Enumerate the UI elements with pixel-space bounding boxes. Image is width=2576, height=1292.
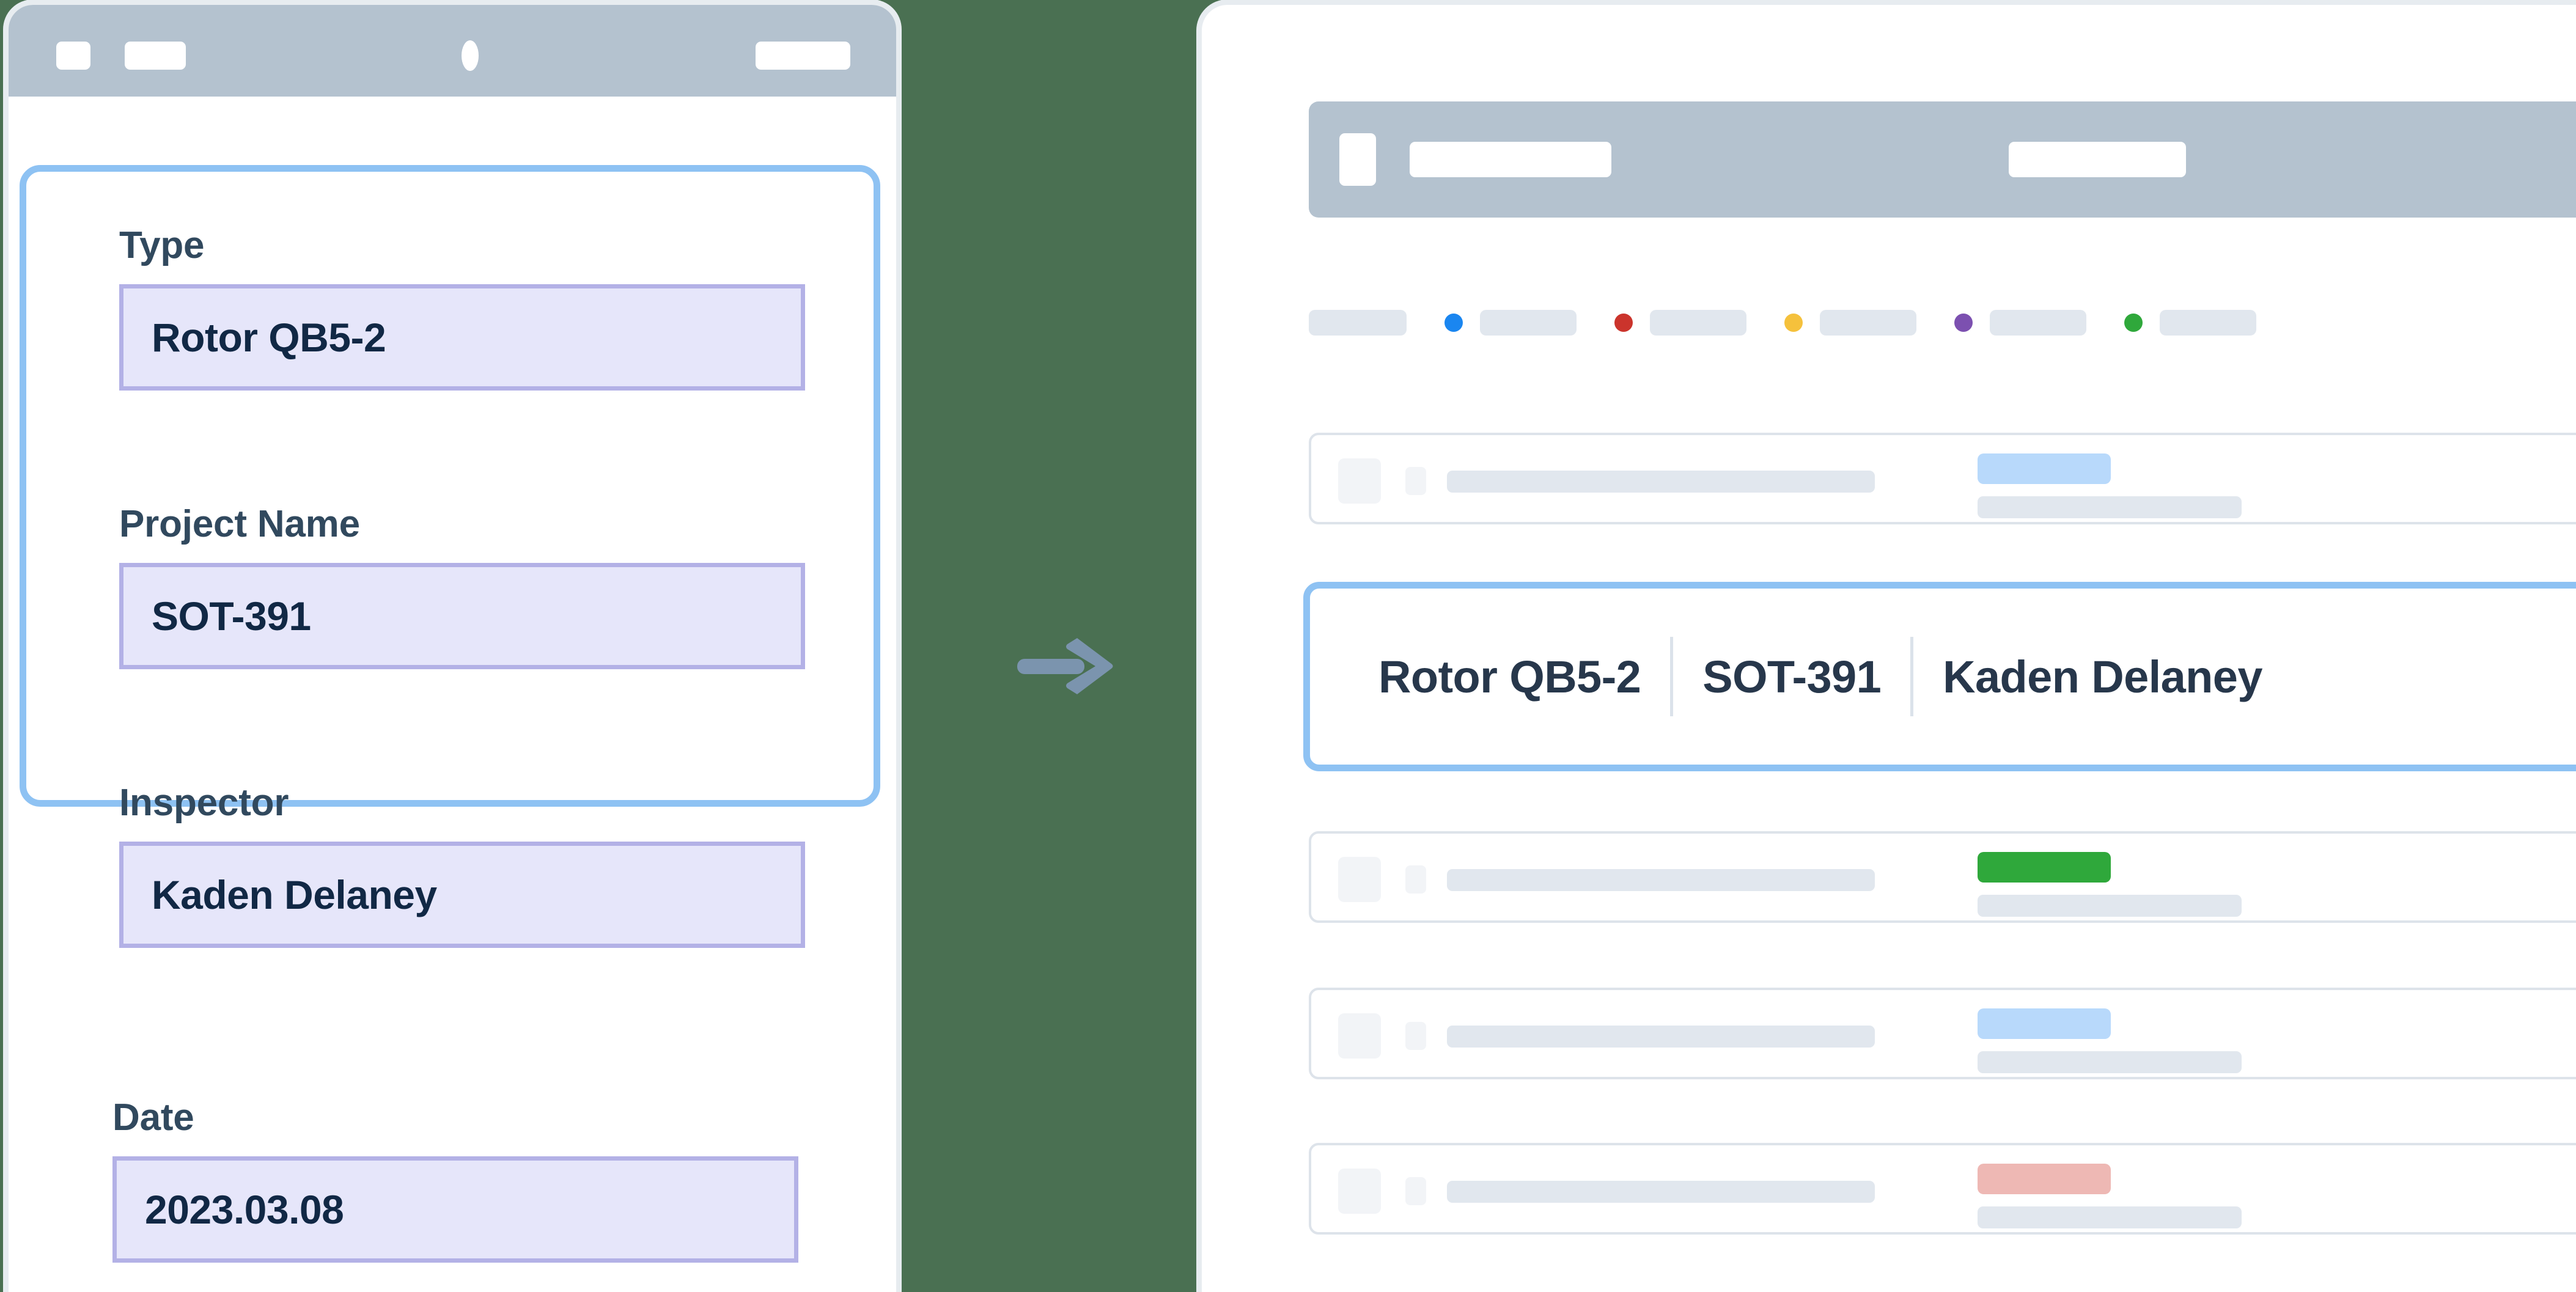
status-bar-pink	[1978, 1164, 2111, 1194]
row-badge	[1405, 1022, 1426, 1050]
date-input[interactable]: 2023.03.08	[112, 1156, 798, 1263]
legend-dot-purple	[1954, 314, 1973, 332]
legend-row	[1309, 304, 2256, 341]
project-name-input-value: SOT-391	[152, 593, 311, 639]
table-row[interactable]	[1309, 988, 2576, 1079]
legend-item-red[interactable]	[1614, 310, 1746, 336]
mapped-cell-type: Rotor QB5-2	[1378, 651, 1641, 702]
row-thumbnail	[1338, 1169, 1381, 1214]
legend-item-yellow[interactable]	[1784, 310, 1916, 336]
row-thumbnail	[1338, 1013, 1381, 1059]
row-subtitle-placeholder	[1978, 496, 2242, 518]
highlighted-field-group: Type Rotor QB5-2 Project Name SOT-391 In…	[20, 165, 880, 948]
legend-pill-0[interactable]	[1309, 310, 1407, 336]
legend-pill-yellow	[1820, 310, 1916, 336]
legend-pill-purple	[1990, 310, 2086, 336]
project-name-input[interactable]: SOT-391	[119, 563, 805, 669]
mapped-cell-project-name: SOT-391	[1702, 651, 1882, 702]
toolbar-logo	[1339, 133, 1376, 186]
mapped-record-row[interactable]: Rotor QB5-2 SOT-391 Kaden Delaney	[1303, 582, 2576, 771]
field-label-type: Type	[119, 224, 205, 266]
row-badge	[1405, 1177, 1426, 1205]
legend-item-blue[interactable]	[1444, 310, 1577, 336]
form-field-type: Type Rotor QB5-2	[119, 227, 896, 391]
table-toolbar	[1309, 101, 2576, 218]
status-bar-green	[1978, 852, 2111, 883]
field-label-inspector: Inspector	[119, 782, 289, 824]
window-chip-1	[56, 42, 90, 70]
row-badge	[1405, 865, 1426, 894]
window-chip-4	[756, 42, 850, 70]
inspector-input-value: Kaden Delaney	[152, 872, 437, 917]
window-chip-2	[125, 42, 186, 70]
legend-item-green[interactable]	[2124, 310, 2256, 336]
table-row[interactable]	[1309, 433, 2576, 524]
legend-pill-blue	[1480, 310, 1577, 336]
row-subtitle-placeholder	[1978, 1051, 2242, 1073]
form-field-date: Date 2023.03.08	[112, 1099, 895, 1263]
mobile-form-window: Type Rotor QB5-2 Project Name SOT-391 In…	[9, 5, 896, 1292]
mobile-titlebar	[9, 5, 896, 97]
row-title-placeholder	[1447, 1181, 1875, 1203]
table-row[interactable]	[1309, 831, 2576, 923]
legend-pill-red	[1650, 310, 1746, 336]
legend-pill-green	[2160, 310, 2256, 336]
status-bar-light-blue	[1978, 453, 2111, 484]
table-row[interactable]	[1309, 1143, 2576, 1235]
legend-dot-green	[2124, 314, 2143, 332]
date-input-value: 2023.03.08	[145, 1187, 344, 1232]
row-subtitle-placeholder	[1978, 895, 2242, 917]
legend-item-purple[interactable]	[1954, 310, 2086, 336]
field-label-date: Date	[112, 1096, 194, 1139]
legend-dot-yellow	[1784, 314, 1803, 332]
row-thumbnail	[1338, 857, 1381, 902]
row-title-placeholder	[1447, 471, 1875, 493]
row-subtitle-placeholder	[1978, 1206, 2242, 1228]
row-title-placeholder	[1447, 1026, 1875, 1048]
type-input[interactable]: Rotor QB5-2	[119, 284, 805, 391]
toolbar-title-bar	[1410, 142, 1611, 177]
status-bar-light-blue	[1978, 1008, 2111, 1039]
mapped-cell-inspector: Kaden Delaney	[1943, 651, 2262, 702]
form-field-inspector: Inspector Kaden Delaney	[119, 784, 896, 948]
legend-dot-red	[1614, 314, 1633, 332]
cell-divider	[1910, 637, 1914, 716]
toolbar-action-bar[interactable]	[2009, 142, 2186, 177]
type-input-value: Rotor QB5-2	[152, 315, 386, 360]
row-badge	[1405, 467, 1426, 495]
desktop-table-window: Rotor QB5-2 SOT-391 Kaden Delaney	[1202, 5, 2576, 1292]
field-label-project-name: Project Name	[119, 503, 360, 545]
arrow-right-icon	[1009, 629, 1119, 703]
window-camera-dot	[462, 40, 479, 71]
cell-divider	[1670, 637, 1674, 716]
row-thumbnail	[1338, 458, 1381, 504]
row-title-placeholder	[1447, 869, 1875, 891]
form-field-project-name: Project Name SOT-391	[119, 505, 896, 669]
inspector-input[interactable]: Kaden Delaney	[119, 842, 805, 948]
legend-dot-blue	[1444, 314, 1463, 332]
